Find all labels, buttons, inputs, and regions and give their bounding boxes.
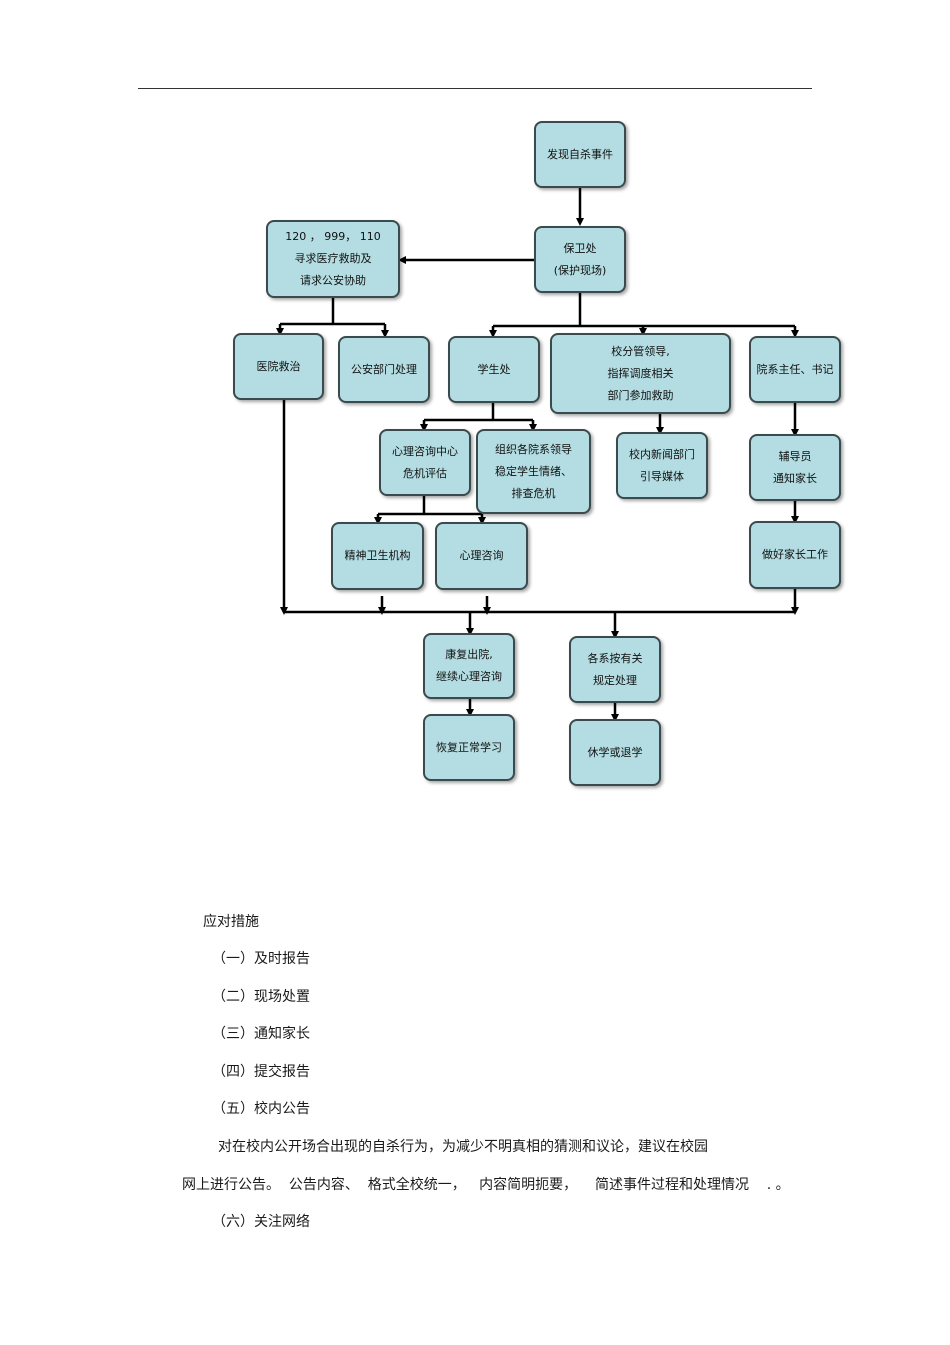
measures-heading: 应对措施 (203, 914, 259, 930)
student-affairs-box: 学生处 (448, 336, 540, 403)
police-handling-box: 公安部门处理 (338, 336, 430, 403)
mental-health-box: 精神卫生机构 (331, 522, 424, 590)
measure-item-3: （三）通知家长 (212, 1026, 310, 1042)
measure-item-6: （六）关注网络 (212, 1214, 310, 1230)
flow-connectors (276, 188, 799, 722)
paragraph-line-2: 网上进行公告。 公告内容、 格式全校统一， 内容简明扼要， 简述事件过程和处理情… (182, 1177, 790, 1193)
emergency-call-box: 120 ， 999， 110 寻求医疗救助及 请求公安协助 (266, 220, 400, 298)
school-leader-box: 校分管领导, 指挥调度相关 部门参加救助 (550, 333, 731, 414)
measure-item-5: （五）校内公告 (212, 1101, 310, 1117)
counselor-notify-box: 辅导员 通知家长 (749, 434, 841, 501)
campus-news-box: 校内新闻部门 引导媒体 (616, 432, 708, 499)
measure-item-2: （二）现场处置 (212, 989, 310, 1005)
recover-discharge-box: 康复出院, 继续心理咨询 (423, 633, 515, 699)
dept-handling-box: 各系按有关 规定处理 (569, 636, 661, 703)
paragraph-line-1: 对在校内公开场合出现的自杀行为，为减少不明真相的猜测和议论，建议在校园 (218, 1139, 708, 1155)
hospital-treatment-box: 医院救治 (233, 333, 324, 400)
header-rule (138, 88, 812, 89)
security-office-box: 保卫处 (保护现场) (534, 226, 626, 293)
suspend-withdraw-box: 休学或退学 (569, 719, 661, 786)
measure-item-1: （一）及时报告 (212, 951, 310, 967)
measure-item-4: （四）提交报告 (212, 1064, 310, 1080)
resume-study-box: 恢复正常学习 (423, 714, 515, 781)
parents-work-box: 做好家长工作 (749, 521, 841, 589)
psych-counseling-box: 心理咨询 (435, 522, 528, 590)
organize-leaders-box: 组织各院系领导 稳定学生情绪、 排查危机 (476, 429, 591, 514)
discover-event-box: 发现自杀事件 (534, 121, 626, 188)
counseling-center-box: 心理咨询中心 危机评估 (379, 429, 471, 496)
dean-secretary-box: 院系主任、书记 (749, 336, 841, 403)
